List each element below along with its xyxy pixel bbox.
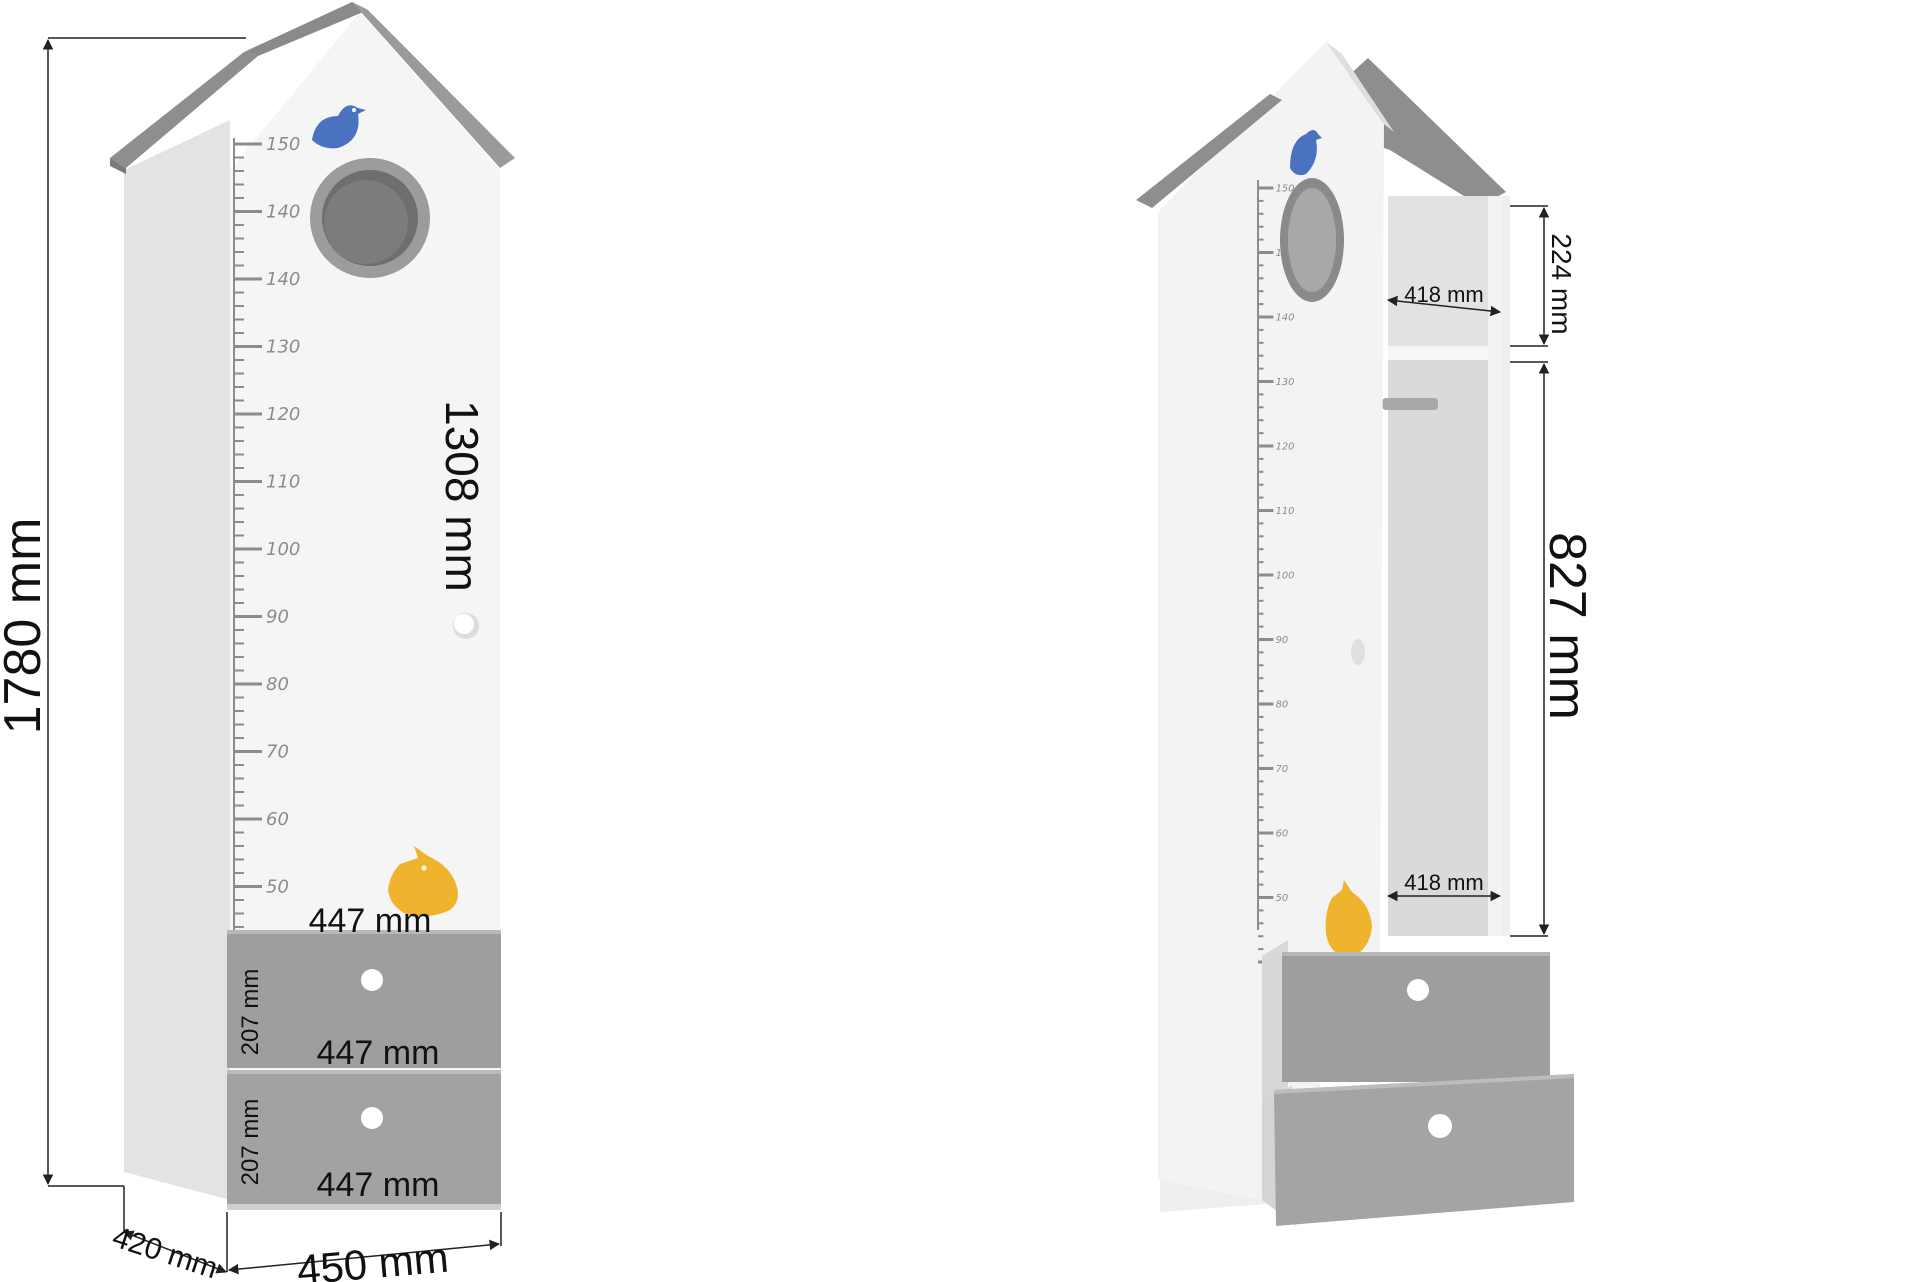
- drawer2-height-label: 207 mm: [237, 1099, 264, 1186]
- inner-divider: [1500, 196, 1510, 936]
- round-window-icon: [310, 158, 430, 278]
- ruler-label: 80: [266, 674, 289, 695]
- blue-bird-icon: [312, 105, 366, 149]
- drawer1-height-label: 207 mm: [237, 969, 264, 1056]
- hanging-height-label: 827 mm: [1538, 532, 1596, 720]
- left-side-panel: [124, 120, 230, 1200]
- door-yellow-bird-icon: [1325, 880, 1372, 958]
- ruler-label: 120: [266, 404, 300, 425]
- open-drawer-2: [1262, 1074, 1574, 1226]
- drawer1-width-label: 447 mm: [317, 1034, 440, 1072]
- growth-ruler: 150 140 140 130 120 110 100 90 80 70 60 50: [233, 134, 300, 956]
- knob-icon: [453, 613, 479, 639]
- roof-front-edge: [110, 158, 126, 174]
- yellow-bird-icon: [388, 846, 458, 917]
- drawer2-width-label: 447 mm: [317, 1166, 440, 1204]
- door-ruler-label: 110: [1276, 506, 1295, 517]
- plinth: [227, 1204, 501, 1210]
- ruler-label: 140: [266, 202, 300, 223]
- door-window-icon: [1280, 178, 1344, 302]
- roof-right: [352, 2, 515, 168]
- door-ruler-label: 120: [1276, 441, 1295, 452]
- door-blue-bird-icon: [1290, 130, 1322, 176]
- door-ruler-label: 140: [1276, 312, 1295, 323]
- open-door-roof-left: [1136, 94, 1282, 208]
- ruler-label: 100: [266, 539, 300, 560]
- total-height-label: 1780 mm: [0, 518, 52, 735]
- door-ruler-label: 100: [1276, 570, 1295, 581]
- width-label: 450 mm: [295, 1234, 450, 1282]
- ruler-label: 130: [266, 337, 300, 358]
- hanging-space: [1388, 360, 1500, 936]
- door-ruler-label: 70: [1276, 764, 1289, 775]
- depth-label: 420 mm: [108, 1221, 221, 1282]
- door-width-label: 447 mm: [309, 902, 432, 940]
- drawer-1: [227, 930, 501, 1068]
- door-ruler-label: 130: [1276, 377, 1295, 388]
- ruler-label: 90: [266, 607, 289, 628]
- cabinet-right-edge: [1488, 196, 1502, 936]
- door-ruler-label: 80: [1276, 699, 1289, 710]
- ruler-label: 140: [266, 269, 300, 290]
- door-ruler-label: 60: [1276, 828, 1289, 839]
- roof-left: [110, 52, 258, 168]
- shelf: [1388, 346, 1504, 360]
- drawer-2: [227, 1070, 501, 1204]
- ruler-label: 150: [266, 134, 300, 155]
- open-door-edge: [1326, 42, 1394, 132]
- top-shelf-height-label: 224 mm: [1546, 233, 1577, 334]
- door-knob-icon: [1351, 639, 1365, 665]
- top-shelf-width-label: 418 mm: [1404, 282, 1483, 307]
- open-drawer-1: [1262, 940, 1550, 1100]
- door-ruler-label: 90: [1276, 635, 1289, 646]
- ruler-label: 50: [266, 877, 289, 898]
- door-height-label: 1308 mm: [436, 400, 488, 592]
- ruler-label: 110: [266, 472, 300, 493]
- ruler-label: 60: [266, 809, 289, 830]
- hanging-rod: [1382, 398, 1438, 410]
- closed-wardrobe-view: 150 140 140 130 120 110 100 90 80 70 60 50: [0, 2, 515, 1282]
- door-ruler-label: 50: [1276, 893, 1289, 904]
- hanging-width-label: 418 mm: [1404, 870, 1483, 895]
- dimension-lines-left: [42, 37, 502, 1275]
- roof-top: [244, 2, 368, 56]
- door-ruler-label: 150: [1276, 183, 1295, 194]
- interior-top: [1388, 196, 1500, 346]
- dimension-lines-right: [1386, 205, 1550, 937]
- ruler-label: 70: [266, 742, 289, 763]
